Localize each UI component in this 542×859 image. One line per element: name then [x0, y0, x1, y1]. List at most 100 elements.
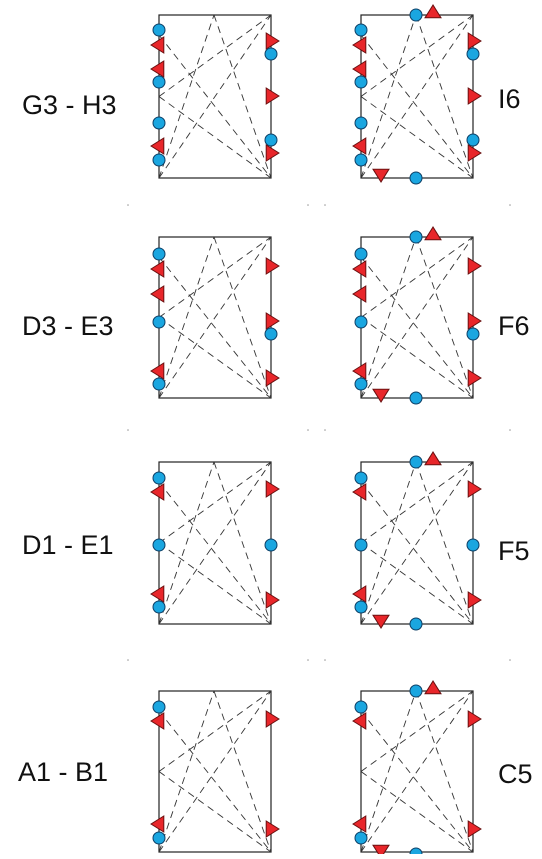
row-1-right-panel-triangle-4 [467, 32, 482, 50]
row-4-left-panel-dash-5 [158, 771, 272, 853]
row-2-right-panel-dash-2 [415, 236, 474, 399]
row-3-right-panel-dash-6 [360, 481, 474, 625]
row-4-left-panel-triangle-4 [265, 820, 280, 838]
row-1-right-panel-dash-5 [360, 96, 474, 179]
row-4-right-panel-dash-2 [415, 690, 474, 853]
row-1-right-panel-triangle-3 [352, 137, 367, 155]
row-3-right-panel-bottom-circle [409, 617, 423, 631]
separator-dot-3-2 [307, 659, 309, 661]
row-2-right-panel-top-circle [409, 230, 423, 244]
row-2-left-panel-dash-1 [158, 236, 215, 399]
row-4-right-panel-triangle-4 [467, 820, 482, 838]
row-1-right-panel-triangle-6 [467, 144, 482, 162]
row-1-right-label: I6 [498, 84, 521, 114]
row-1-right-panel-circle-1 [354, 23, 368, 37]
row-2-right-panel-triangle-2 [352, 285, 367, 303]
row-3-right-panel-triangle-4 [467, 591, 482, 609]
row-1-right-panel-circle-4 [354, 153, 368, 167]
row-2-left-panel-triangle-1 [150, 260, 165, 278]
row-3-left-panel-triangle-1 [150, 483, 165, 501]
row-1-left-panel-triangle-3 [150, 137, 165, 155]
row-1-left-panel-triangle-1 [150, 36, 165, 54]
row-2-right-panel-triangle-1 [352, 260, 367, 278]
row-1-left-panel-circle-1 [152, 23, 166, 37]
row-3-right-panel-triangle-3 [467, 480, 482, 498]
row-1-right-panel-dash-2 [415, 14, 474, 179]
row-4-right-panel-dash-3 [360, 690, 474, 853]
row-4-right-panel-triangle-2 [352, 815, 367, 833]
row-4-left-panel-dash-6 [158, 710, 272, 853]
row-3-right-panel-triangle-1 [352, 483, 367, 501]
row-3-left-panel-circle-1 [152, 471, 166, 485]
row-3-right-panel-dash-2 [415, 461, 474, 625]
row-2-right-panel-triangle-4 [467, 257, 482, 275]
row-4-left-panel-dash-1 [158, 690, 215, 853]
row-3-left-panel-dash-2 [213, 461, 272, 625]
row-2-left-panel-triangle-4 [265, 257, 280, 275]
row-1-right-panel-dash-1 [360, 14, 417, 179]
row-2-left-panel-triangle-2 [150, 285, 165, 303]
row-2-left-panel-circle-4 [264, 327, 278, 341]
separator-dot-3-1 [127, 659, 129, 661]
row-3-left-panel-triangle-3 [265, 480, 280, 498]
row-1-right-panel-triangle-2 [352, 60, 367, 78]
row-2-right-panel-circle-3 [354, 377, 368, 391]
row-2-right-panel-circle-1 [354, 247, 368, 261]
row-3-left-panel-dash-1 [158, 461, 215, 625]
row-3-right-panel-bottom-triangle [372, 614, 390, 629]
row-4-right-panel-dash-5 [360, 771, 474, 853]
row-2-left-panel-dash-2 [213, 236, 272, 399]
row-4-left-panel-triangle-1 [150, 712, 165, 730]
row-1-left-panel-dash-1 [158, 14, 215, 179]
row-4-right-panel-bottom-triangle [372, 844, 390, 859]
row-3-left-panel-triangle-4 [265, 591, 280, 609]
row-2-left-panel-circle-1 [152, 247, 166, 261]
separator-dot-3-3 [324, 659, 326, 661]
row-4-left-panel-dash-2 [213, 690, 272, 853]
row-3-right-panel-dash-3 [360, 461, 474, 625]
row-2-right-panel-dash-4 [360, 236, 474, 318]
row-3-left-panel-dash-3 [158, 461, 272, 625]
row-1-left-label: G3 - H3 [22, 90, 117, 120]
row-1-left-panel-circle-5 [264, 47, 278, 61]
row-1-right-panel-triangle-1 [352, 36, 367, 54]
row-4-left-panel-dash-3 [158, 690, 272, 853]
separator-dot-3-4 [509, 659, 511, 661]
row-1-right-panel-circle-6 [466, 133, 480, 147]
row-3-left-panel-triangle-2 [150, 585, 165, 603]
separator-dot-2-3 [324, 429, 326, 431]
row-2-left-panel-dash-6 [158, 256, 272, 399]
row-3-left-panel-dash-5 [158, 542, 272, 625]
row-4-left-panel-circle-1 [152, 700, 166, 714]
row-3-right-panel-dash-5 [360, 542, 474, 625]
row-2-left-panel-circle-3 [152, 377, 166, 391]
row-1-left-panel-dash-3 [158, 14, 272, 179]
row-3-right-panel-dash-1 [360, 461, 417, 625]
row-1-right-panel-bottom-triangle [372, 168, 390, 183]
row-3-left-panel-circle-2 [152, 538, 166, 552]
separator-dot-2-4 [509, 429, 511, 431]
row-3-left-panel-circle-4 [264, 538, 278, 552]
row-1-left-panel-triangle-5 [265, 87, 280, 105]
row-2-right-panel-triangle-3 [352, 362, 367, 380]
row-4-right-panel-circle-2 [354, 831, 368, 845]
row-1-right-panel-top-triangle [424, 4, 442, 19]
row-2-left-panel-triangle-6 [265, 369, 280, 387]
separator-dot-1-4 [509, 204, 511, 206]
row-1-right-panel-circle-3 [354, 116, 368, 130]
row-1-right-panel-bottom-circle [409, 171, 423, 185]
row-3-right-panel-dash-4 [360, 461, 474, 544]
row-2-left-panel-circle-2 [152, 315, 166, 329]
row-4-left-panel-circle-2 [152, 831, 166, 845]
row-2-left-panel-dash-4 [158, 236, 272, 318]
row-4-left-panel-triangle-2 [150, 815, 165, 833]
row-3-left-panel-circle-3 [152, 600, 166, 614]
row-4-left-panel-dash-4 [158, 690, 272, 772]
row-3-right-panel-circle-1 [354, 471, 368, 485]
row-3-left-panel-dash-4 [158, 461, 272, 544]
separator-dot-2-1 [127, 429, 129, 431]
separator-dot-1-2 [307, 204, 309, 206]
row-1-left-panel-triangle-6 [265, 144, 280, 162]
row-2-right-label: F6 [498, 311, 530, 341]
row-3-right-panel-circle-4 [466, 538, 480, 552]
